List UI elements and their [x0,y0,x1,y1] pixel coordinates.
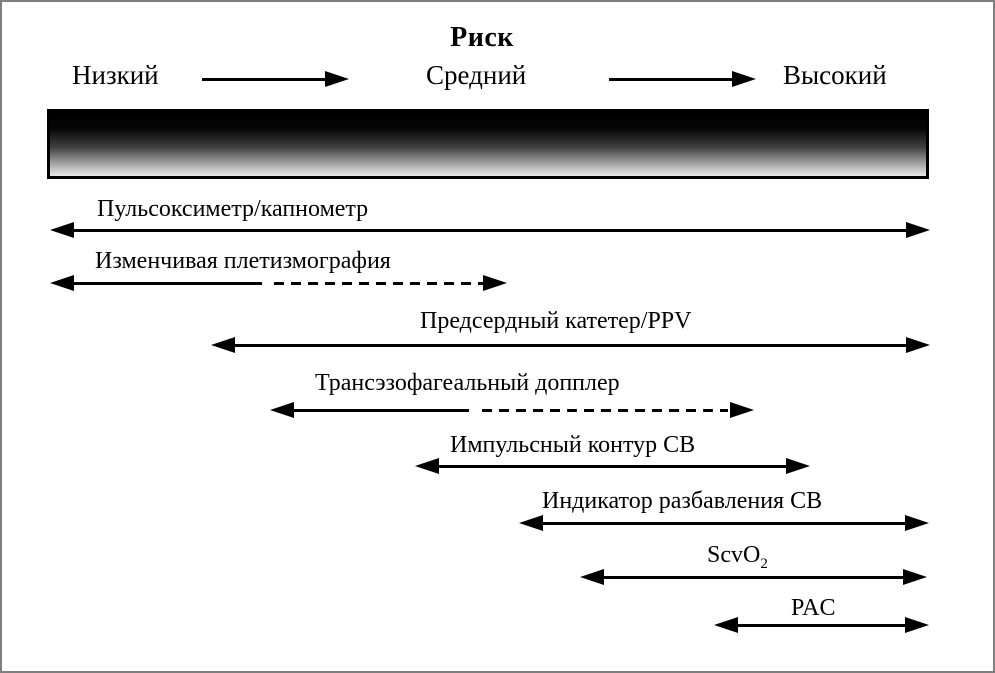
arrow-right-head-icon [325,71,349,87]
scvo2-subscript: 2 [760,555,768,572]
row-label-plethysmography: Изменчивая плетизмография [95,248,391,274]
range-arrow-indicator-dilution [519,515,929,531]
arrow-shaft [592,575,915,579]
risk-level-low: Низкий [72,60,159,90]
arrow-medium-to-high-icon [609,71,756,87]
arrow-right-head-icon [730,402,754,418]
arrow-shaft [202,77,331,81]
arrow-solid-segment [62,281,262,285]
arrow-right-head-icon [906,337,930,353]
arrow-shaft [609,77,738,81]
row-label-scvo2: ScvO2 [707,542,768,573]
range-arrow-transesophageal-doppler [270,402,754,418]
row-label-transesophageal-doppler: Трансэзофагеальный допплер [315,370,620,396]
range-arrow-atrial-catheter [211,337,930,353]
arrow-right-head-icon [903,569,927,585]
row-label-pulse-contour: Импульсный контур СВ [450,432,696,458]
arrow-shaft [223,343,918,347]
arrow-dashed-segment [482,408,728,412]
arrow-right-head-icon [786,458,810,474]
row-label-atrial-catheter: Предсердный катетер/PPV [420,308,692,334]
arrow-shaft [726,623,917,627]
arrow-right-head-icon [905,515,929,531]
arrow-right-head-icon [906,222,930,238]
arrow-dashed-segment [274,281,485,285]
range-arrow-plethysmography [50,275,507,291]
range-arrow-scvo2 [580,569,927,585]
diagram-title: Риск [450,22,514,53]
arrow-low-to-medium-icon [202,71,349,87]
risk-level-medium: Средний [426,60,527,90]
row-label-indicator-dilution: Индикатор разбавления СВ [542,488,823,514]
arrow-solid-segment [282,408,469,412]
arrow-shaft [62,228,918,232]
range-arrow-pulse-contour [415,458,810,474]
arrow-right-head-icon [483,275,507,291]
range-arrow-pac [714,617,929,633]
arrow-shaft [427,464,798,468]
arrow-shaft [531,521,917,525]
arrow-right-head-icon [905,617,929,633]
risk-level-high: Высокий [783,60,887,90]
row-label-pulse-oximeter: Пульсоксиметр/капнометр [97,196,369,222]
risk-gradient-bar [47,109,929,179]
arrow-right-head-icon [732,71,756,87]
range-arrow-pulse-oximeter [50,222,930,238]
row-label-pac: PAC [791,595,836,621]
scvo2-text: ScvO [707,542,761,568]
